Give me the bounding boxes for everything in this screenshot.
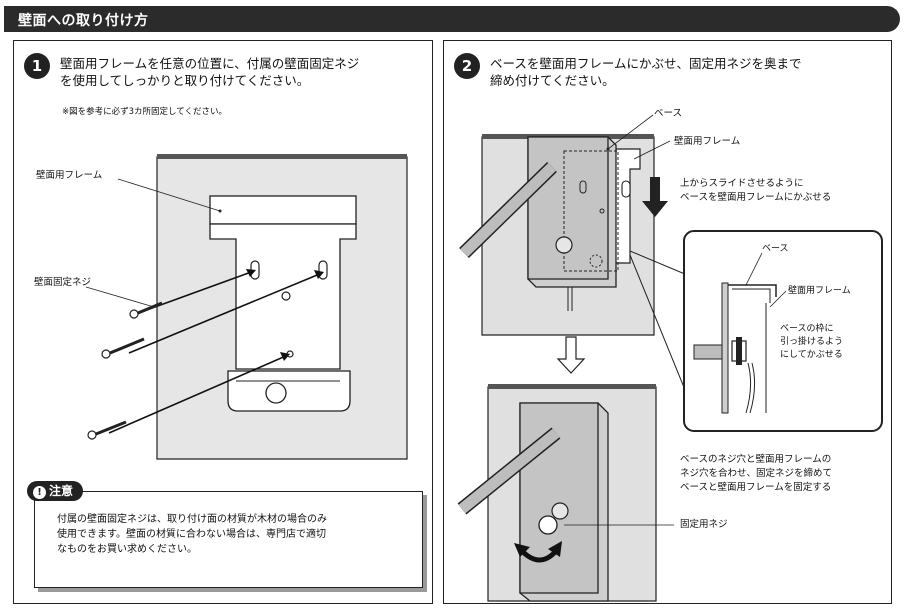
section-title: 壁面への取り付け方 [18, 13, 149, 29]
step1-text-line2: を使用してしっかりと取り付けてください。 [60, 73, 310, 88]
detail-label-hook-line3: にしてかぶせる [780, 350, 843, 360]
detail-label-hook-line2: 引っ掛けるよう [780, 337, 844, 347]
section-title-bar: 壁面への取り付け方 [4, 6, 900, 32]
caution-text-line3: なものをお買い求めください。 [57, 544, 197, 555]
step1-number-badge: 1 [24, 53, 50, 79]
detail-label-frame: 壁面用フレーム [788, 286, 851, 296]
caution-title: !注意 [27, 481, 84, 501]
caution-text-line2: 使用できます。壁面の材質に合わない場合は、専門店で適切 [57, 529, 326, 540]
step2-label-align-line3: ベースと壁面用フレームを固定する [680, 482, 832, 493]
step2-label-slide-line1: 上からスライドさせるように [680, 178, 804, 189]
step2-label-slide-line2: ベースを壁面用フレームにかぶせる [680, 192, 832, 203]
screw-icon-1 [129, 301, 163, 319]
step2-number-badge: 2 [454, 53, 480, 79]
step2-label-align-line2: ネジ穴を合わせ、固定ネジを締めて [680, 468, 833, 479]
step2-text-line1: ベースを壁面用フレームにかぶせ、固定用ネジを奥まで [490, 56, 802, 71]
step2-instruction: ベースを壁面用フレームにかぶせ、固定用ネジを奥まで 締め付けてください。 [490, 55, 802, 89]
detail-label-hook: ベースの枠に 引っ掛けるよう にしてかぶせる [780, 323, 843, 362]
screw-icon-3 [87, 420, 127, 440]
step2-panel: 2 ベースを壁面用フレームにかぶせ、固定用ネジを奥まで 締め付けてください。 [443, 40, 892, 604]
caution-title-text: 注意 [49, 484, 74, 498]
step2-label-align: ベースのネジ穴と壁面用フレームの ネジ穴を合わせ、固定ネジを締めて ベースと壁面… [680, 453, 832, 495]
step1-panel: 1 壁面用フレームを任意の位置に、付属の壁面固定ネジ を使用してしっかりと取り付… [13, 40, 433, 604]
caution-text-line1: 付属の壁面固定ネジは、取り付け面の材質が木材の場合のみ [57, 514, 327, 525]
detail-label-base: ベース [762, 244, 789, 254]
step1-label-screw: 壁面固定ネジ [34, 277, 92, 288]
exclamation-icon: ! [33, 486, 46, 499]
caution-text: 付属の壁面固定ネジは、取り付け面の材質が木材の場合のみ 使用できます。壁面の材質… [57, 512, 407, 557]
step1-instruction: 壁面用フレームを任意の位置に、付属の壁面固定ネジ を使用してしっかりと取り付けて… [60, 55, 359, 89]
step2-label-frame: 壁面用フレーム [674, 136, 741, 147]
screw-icon-2 [101, 337, 145, 359]
step2-label-slide: 上からスライドさせるように ベースを壁面用フレームにかぶせる [680, 177, 831, 205]
detail-label-hook-line1: ベースの枠に [780, 324, 834, 334]
step1-label-frame: 壁面用フレーム [36, 170, 103, 181]
step2-label-base: ベース [654, 108, 683, 119]
caution-box: !注意 付属の壁面固定ネジは、取り付け面の材質が木材の場合のみ 使用できます。壁… [27, 481, 423, 588]
step1-text-line1: 壁面用フレームを任意の位置に、付属の壁面固定ネジ [60, 56, 360, 71]
step2-illustration [457, 114, 883, 602]
step2-text-line2: 締め付けてください。 [490, 73, 615, 88]
step1-note: ※図を参考に必ず3カ所固定してください。 [62, 107, 228, 117]
step2-label-align-line1: ベースのネジ穴と壁面用フレームの [680, 454, 832, 465]
step1-illustration [85, 154, 408, 460]
step2-label-fix-screw: 固定用ネジ [680, 519, 728, 530]
